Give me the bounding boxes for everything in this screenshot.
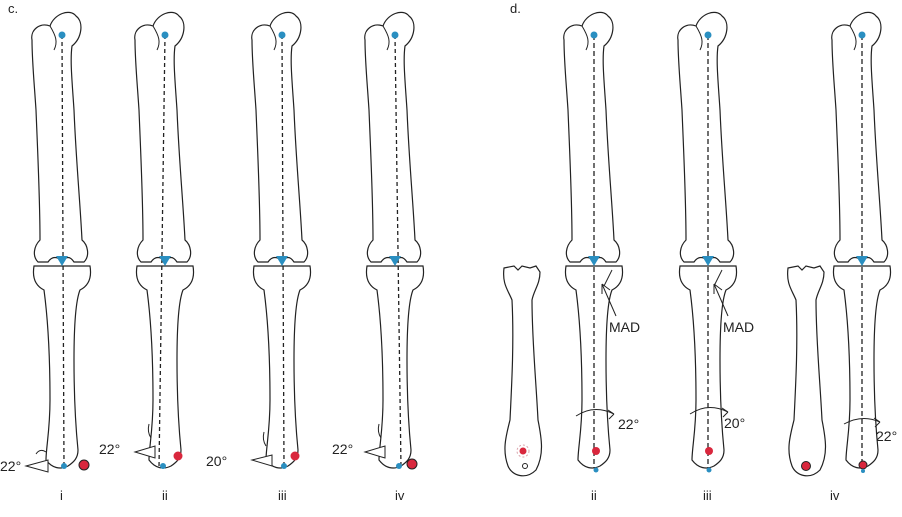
angle-label: 22° xyxy=(618,416,639,432)
angle-wedge xyxy=(250,454,273,467)
mechanical-axis-line xyxy=(61,34,65,469)
angle-label: 20° xyxy=(724,415,745,431)
angle-arrow-icon xyxy=(262,431,267,447)
femur-outline xyxy=(31,11,89,263)
mad-callout: MAD xyxy=(609,319,640,335)
femur-outline xyxy=(251,11,309,263)
ankle-red-marker xyxy=(592,447,600,455)
figure-numeral: ii xyxy=(591,488,597,503)
figure-d-ii: MAD 22° ii xyxy=(503,11,640,503)
knee-center-marker xyxy=(276,256,288,266)
figure-numeral: iii xyxy=(278,488,287,503)
angle-wedge xyxy=(363,445,386,459)
knee-center-marker xyxy=(856,256,868,266)
tibia-outline xyxy=(252,265,312,469)
hip-center-marker xyxy=(704,31,712,39)
femur-outline xyxy=(364,11,422,263)
ankle-red-marker xyxy=(78,459,90,471)
femur-outline xyxy=(563,11,621,263)
fibula-outline xyxy=(787,265,827,477)
figure-numeral: i xyxy=(60,488,63,503)
ankle-center-marker xyxy=(396,463,402,469)
ankle-red-marker xyxy=(705,447,713,455)
callout-arrow-icon xyxy=(601,283,617,317)
mad-callout: MAD xyxy=(723,319,754,335)
rotation-arrow-icon xyxy=(575,409,615,420)
figure-d-iii: MAD 20° iii xyxy=(677,11,754,503)
angle-label: 20° xyxy=(206,453,227,469)
knee-center-marker xyxy=(389,256,401,266)
angle-label: 22° xyxy=(99,441,120,457)
tibia-outline xyxy=(365,265,425,469)
ankle-hollow-marker xyxy=(522,463,528,469)
ankle-red-marker xyxy=(858,460,868,470)
ankle-red-marker xyxy=(406,458,418,470)
fibula-outline xyxy=(503,265,543,477)
angle-label: 22° xyxy=(332,441,353,457)
ankle-center-marker xyxy=(706,467,712,473)
mechanical-axis-line xyxy=(158,34,166,469)
mechanical-axis-line xyxy=(394,34,402,469)
hip-center-marker xyxy=(161,31,169,39)
ghost-ankle-marker xyxy=(516,444,530,458)
knee-center-marker xyxy=(588,256,600,266)
figure-numeral: ii xyxy=(162,488,168,503)
tibia-outline xyxy=(135,265,195,469)
tibia-outline xyxy=(32,265,92,469)
knee-center-marker xyxy=(702,256,714,266)
knee-center-marker xyxy=(56,256,68,266)
angle-label: 22° xyxy=(876,428,897,444)
angle-wedge xyxy=(24,459,49,473)
rotation-arrow-icon xyxy=(689,407,729,418)
hip-center-marker xyxy=(858,31,866,39)
figure-numeral: iii xyxy=(703,488,712,503)
mechanical-axis-line xyxy=(281,34,285,469)
femur-outline xyxy=(677,11,735,263)
angle-arrow-icon xyxy=(147,423,152,439)
hip-center-marker xyxy=(58,31,66,39)
figure-c-i: 22° i xyxy=(0,11,92,503)
femur-outline xyxy=(831,11,889,263)
angle-label: 22° xyxy=(0,458,21,474)
rotation-arrow-icon xyxy=(843,417,881,428)
mad-tick xyxy=(603,269,613,287)
ankle-red-marker xyxy=(519,447,527,455)
figure-numeral: iv xyxy=(830,488,840,503)
angle-wedge xyxy=(133,445,156,459)
ankle-center-marker xyxy=(61,463,67,469)
ankle-center-marker xyxy=(281,463,287,469)
figure-numeral: iv xyxy=(395,488,405,503)
ankle-red-marker xyxy=(173,451,183,461)
figure-d-iv: 22° iv xyxy=(787,11,897,503)
mad-tick xyxy=(713,269,723,287)
ankle-center-marker xyxy=(593,467,599,473)
hip-center-marker xyxy=(391,31,399,39)
callout-arrow-icon xyxy=(713,283,729,317)
angle-arrow-icon xyxy=(377,423,382,439)
knee-center-marker xyxy=(159,256,171,266)
hip-center-marker xyxy=(590,31,598,39)
panel-label-d: d. xyxy=(510,1,521,16)
ankle-red-marker xyxy=(290,451,300,461)
ankle-center-marker xyxy=(861,469,865,473)
hip-center-marker xyxy=(278,31,286,39)
angle-arrow-icon xyxy=(35,449,47,455)
figure-c-iii: 20° iii xyxy=(206,11,312,503)
ankle-center-marker xyxy=(160,463,166,469)
figure-c-ii: 22° ii xyxy=(99,11,195,503)
panel-label-c: c. xyxy=(8,1,18,16)
ankle-red-marker xyxy=(801,461,811,471)
figure-c-iv: 22° iv xyxy=(332,11,425,503)
